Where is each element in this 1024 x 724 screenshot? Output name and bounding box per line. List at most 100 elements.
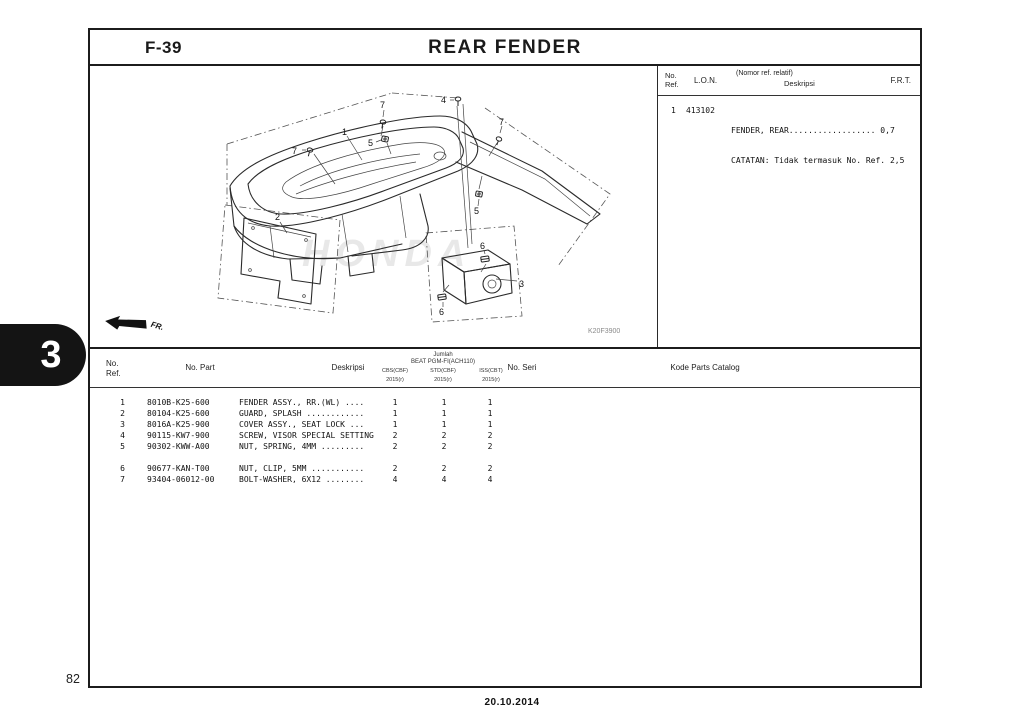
- callout-2: 2: [275, 212, 280, 222]
- part-desc: NUT, SPRING, 4MM .........: [239, 442, 365, 451]
- parts-table-body: 1 8010B-K25-600 FENDER ASSY., RR.(WL) ..…: [90, 388, 920, 685]
- exploded-diagram: HONDA: [90, 66, 657, 347]
- clip-nut-icon: [480, 255, 490, 263]
- col-lon: L.O.N.: [694, 76, 718, 85]
- qty-2: 2: [441, 442, 447, 451]
- qty-1: 2: [392, 464, 398, 473]
- col-kode-parts-catalog: Kode Parts Catalog: [670, 363, 740, 372]
- jumlah-years: 2015(r)2015(r)2015(r): [386, 376, 500, 383]
- page-header: F-39 REAR FENDER: [90, 30, 920, 66]
- part-number: 93404-06012-00: [147, 475, 215, 484]
- screw-icon: [454, 96, 462, 106]
- qty-2: 2: [441, 464, 447, 473]
- qty-2: 2: [441, 431, 447, 440]
- bolt-washer-icon: [379, 119, 387, 129]
- callout-5: 5: [474, 206, 479, 216]
- reference-table: No. Ref. L.O.N. (Nomor ref. relatif) Des…: [657, 66, 920, 347]
- part-number: 8010B-K25-600: [147, 398, 210, 407]
- qty-2: 1: [441, 420, 447, 429]
- part-desc: COVER ASSY., SEAT LOCK ...: [239, 420, 365, 429]
- callout-7: 7: [380, 100, 385, 110]
- construction-lines: [217, 92, 611, 323]
- section-index-tab: 3: [0, 324, 86, 386]
- col-deskripsi: Deskripsi: [784, 79, 815, 88]
- qty-3: 1: [487, 409, 493, 418]
- parts-row: 6 90677-KAN-T00 NUT, CLIP, 5MM .........…: [90, 464, 920, 475]
- qty-1: 2: [392, 431, 398, 440]
- col-no-ref: No. Ref.: [106, 359, 121, 378]
- row-spacer: [90, 453, 920, 464]
- callout-leaders: [279, 99, 518, 307]
- ref-description: FENDER, REAR.................. 0,7 CATAT…: [731, 126, 905, 165]
- part-number: 90677-KAN-T00: [147, 464, 210, 473]
- callout-3: 3: [519, 279, 524, 289]
- part-ref: 1: [120, 398, 125, 407]
- callout-5: 5: [368, 138, 373, 148]
- col-nomor-note: (Nomor ref. relatif): [736, 70, 793, 77]
- parts-table-header: No. Ref. No. Part Deskripsi Jumlah BEAT …: [90, 349, 920, 388]
- qty-3: 2: [487, 442, 493, 451]
- honda-watermark: HONDA: [302, 233, 471, 275]
- qty-1: 1: [392, 398, 398, 407]
- qty-3: 1: [487, 398, 493, 407]
- col-frt: F.R.T.: [890, 76, 911, 85]
- qty-3: 2: [487, 431, 493, 440]
- parts-row: 7 93404-06012-00 BOLT-WASHER, 6X12 .....…: [90, 475, 920, 486]
- col-jumlah-group: Jumlah BEAT PGM-FI(ACH110) CBS(CBF)STD(C…: [371, 352, 515, 383]
- qty-1: 2: [392, 442, 398, 451]
- parts-row: 2 80104-K25-600 GUARD, SPLASH ..........…: [90, 409, 920, 420]
- qty-1: 1: [392, 409, 398, 418]
- fender-tail-drawing: [455, 131, 601, 225]
- callout-7: 7: [292, 146, 297, 156]
- part-number: 80104-K25-600: [147, 409, 210, 418]
- part-ref: 6: [120, 464, 125, 473]
- part-desc: BOLT-WASHER, 6X12 ........: [239, 475, 365, 484]
- part-ref: 3: [120, 420, 125, 429]
- part-desc: FENDER ASSY., RR.(WL) ....: [239, 398, 365, 407]
- fr-direction-arrow: FR.: [105, 315, 165, 332]
- section-code: F-39: [145, 38, 182, 57]
- page-number: 82: [66, 672, 80, 686]
- col-no-seri: No. Seri: [507, 363, 537, 372]
- fr-label: FR.: [150, 320, 165, 332]
- section-index-number: 3: [40, 333, 62, 376]
- jumlah-model: BEAT PGM-FI(ACH110): [410, 358, 475, 365]
- callout-6: 6: [480, 241, 485, 251]
- footer-date: 20.10.2014: [484, 697, 540, 708]
- part-ref: 2: [120, 409, 125, 418]
- callout-6: 6: [439, 307, 444, 317]
- part-desc: SCREW, VISOR SPECIAL SETTING: [239, 431, 374, 440]
- main-area: HONDA: [90, 66, 920, 349]
- part-desc: NUT, CLIP, 5MM ...........: [239, 464, 365, 473]
- catalog-sheet: F-39 REAR FENDER HONDA: [88, 28, 922, 688]
- callout-1: 1: [342, 127, 347, 137]
- clip-nut-icon: [437, 293, 447, 301]
- parts-row: 5 90302-KWW-A00 NUT, SPRING, 4MM .......…: [90, 442, 920, 453]
- qty-3: 1: [487, 420, 493, 429]
- col-deskripsi: Deskripsi: [331, 363, 365, 372]
- spring-nut-icon: [475, 190, 483, 198]
- ref-lon: 413102: [686, 106, 715, 115]
- qty-1: 4: [392, 475, 398, 484]
- spring-nut-icon: [381, 135, 389, 143]
- jumlah-variants: CBS(CBF)STD(CBF)ISS(CBT): [382, 367, 503, 374]
- drawing-code: K20F3900: [588, 328, 620, 335]
- leader-line: [462, 103, 473, 245]
- parts-row: 1 8010B-K25-600 FENDER ASSY., RR.(WL) ..…: [90, 398, 920, 409]
- seat-lock-cover-drawing: [441, 249, 513, 305]
- page-title: REAR FENDER: [428, 37, 582, 58]
- part-number: 8016A-K25-900: [147, 420, 210, 429]
- leader-line: [456, 105, 469, 249]
- part-number: 90302-KWW-A00: [147, 442, 210, 451]
- qty-2: 1: [441, 409, 447, 418]
- callout-4: 4: [441, 95, 446, 105]
- qty-2: 1: [441, 398, 447, 407]
- part-ref: 5: [120, 442, 125, 451]
- col-no-ref: No. Ref.: [665, 71, 679, 89]
- qty-3: 2: [487, 464, 493, 473]
- qty-2: 4: [441, 475, 447, 484]
- qty-1: 1: [392, 420, 398, 429]
- qty-3: 4: [487, 475, 493, 484]
- col-no-part: No. Part: [185, 363, 215, 372]
- bolt-washer-icon: [495, 136, 503, 146]
